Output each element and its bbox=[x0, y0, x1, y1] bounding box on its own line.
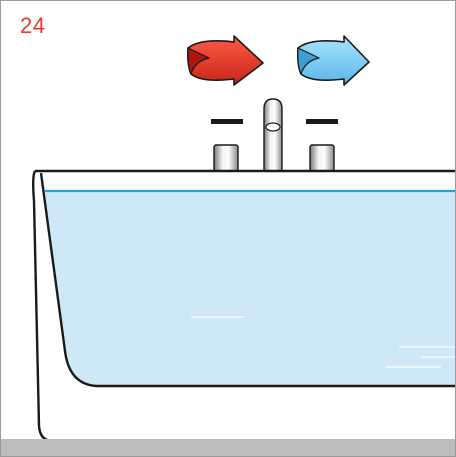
bathtub bbox=[33, 171, 456, 441]
bath-spout-icon bbox=[264, 99, 282, 171]
bath-water bbox=[45, 191, 456, 386]
hot-rotation-arrow-icon bbox=[188, 36, 263, 85]
cold-rotation-arrow-icon bbox=[298, 36, 369, 85]
hot-tap-icon bbox=[211, 119, 243, 171]
cold-tap-icon bbox=[306, 119, 338, 171]
floor bbox=[1, 439, 456, 456]
